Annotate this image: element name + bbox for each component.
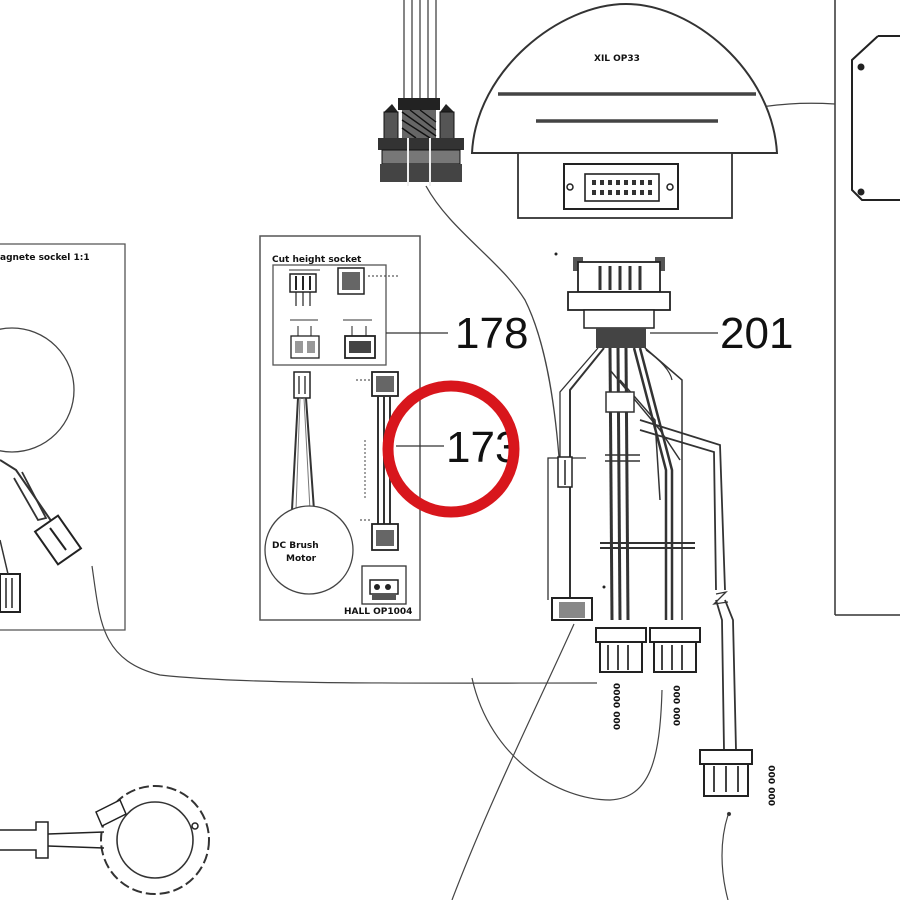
mount-hole-icon <box>857 63 865 71</box>
socket-connector-3 <box>290 319 320 359</box>
callout-label-178: 178 <box>455 309 528 358</box>
cable-gland <box>378 0 561 471</box>
callout-178: 178 <box>455 309 528 358</box>
connector-pins <box>592 180 652 195</box>
bottom-plugs: 000 0000 000 000 000 000 <box>595 627 778 806</box>
plug-label-c: 000 000 <box>768 765 778 806</box>
callout-173: 173 <box>382 380 520 518</box>
left-panel-title: agnete sockel 1:1 <box>0 253 90 263</box>
callout-label-201: 201 <box>720 309 793 358</box>
mount-hole-icon <box>857 188 865 196</box>
callout-201: 201 <box>650 309 793 358</box>
socket-connector-1 <box>289 269 320 306</box>
socket-connector-4 <box>343 319 376 359</box>
bottom-left-sensor <box>0 785 210 895</box>
right-panel <box>737 0 900 616</box>
plug-label-b: 000 000 <box>673 685 683 726</box>
socket-connector-2 <box>337 267 400 295</box>
hall-sensor-cable <box>356 371 399 551</box>
routing-wires <box>91 565 732 901</box>
hall-label: HALL OP1004 <box>344 607 412 617</box>
cut-height-panel: Cut height socket <box>259 235 448 621</box>
motor-leads <box>291 371 315 511</box>
main-harness-connector <box>554 252 671 348</box>
motor-label-1: DC Brush <box>272 541 319 551</box>
harness-inline-connector <box>551 456 606 621</box>
left-panel: agnete sockel 1:1 <box>0 243 126 631</box>
motor-label-2: Motor <box>286 554 317 564</box>
dc-brush-motor <box>264 505 354 595</box>
dome-module: XIL OP33 <box>470 2 779 219</box>
harness-wires <box>547 347 737 751</box>
highlight-circle <box>382 380 520 518</box>
plug-label-a: 000 0000 <box>613 683 623 730</box>
module-label: XIL OP33 <box>594 54 640 64</box>
hall-sensor <box>361 565 407 605</box>
cut-height-title: Cut height socket <box>272 255 362 265</box>
